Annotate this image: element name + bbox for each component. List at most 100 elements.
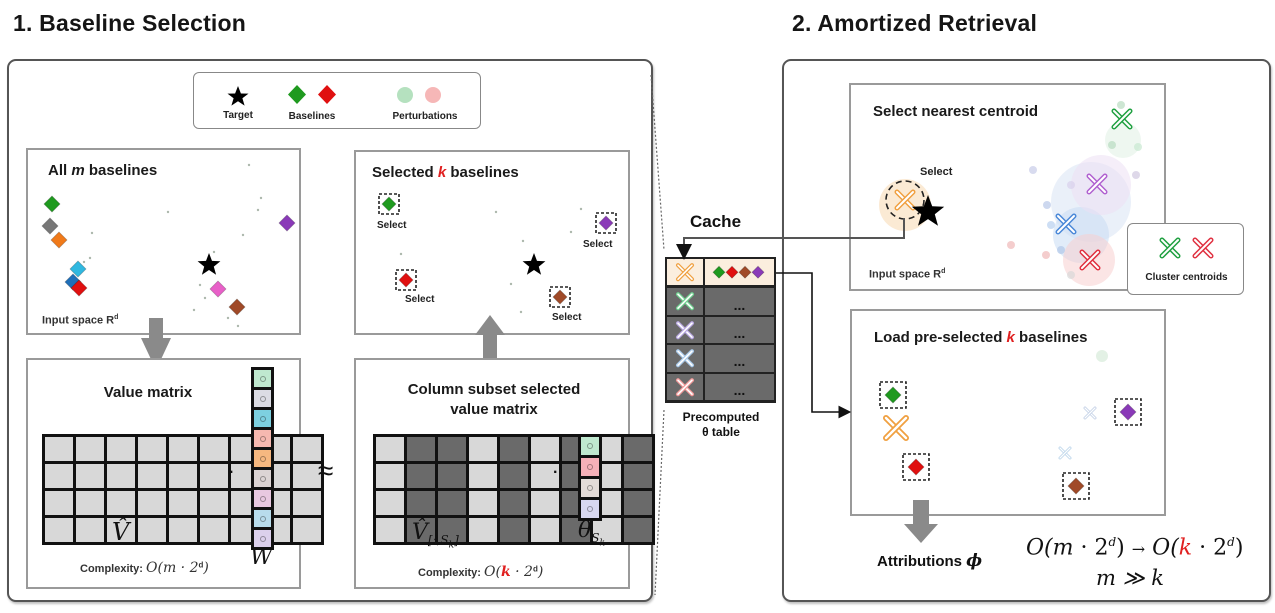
faint-centroid-x-icon bbox=[1058, 446, 1072, 460]
load-baselines-title: Load pre-selected k baselines bbox=[874, 329, 1088, 346]
ellipsis-text: ... bbox=[733, 381, 746, 398]
matrix-cell bbox=[376, 437, 404, 461]
complexity-label-1: Complexity: O(m · 2d) bbox=[80, 560, 209, 576]
perturbation-point bbox=[519, 310, 523, 314]
matrix-cell bbox=[169, 437, 197, 461]
perturbation-point bbox=[166, 210, 170, 214]
matrix-cell bbox=[200, 464, 228, 488]
matrix-cell bbox=[107, 437, 135, 461]
matrix-cell bbox=[293, 437, 321, 461]
vector-cell-marker bbox=[259, 415, 266, 422]
selected-baseline-diamond bbox=[398, 272, 414, 288]
select-dashed-box bbox=[902, 453, 930, 481]
matrix-cell bbox=[407, 518, 435, 542]
legend-icons bbox=[227, 85, 441, 106]
matrix-cell bbox=[407, 437, 435, 461]
cache-to-load-line bbox=[776, 272, 852, 419]
cluster-point bbox=[1057, 246, 1065, 254]
circle-icon-green bbox=[397, 87, 413, 103]
select-dashed-box bbox=[378, 193, 400, 215]
vector-cell bbox=[581, 458, 599, 476]
cache-value-cell: ... bbox=[705, 316, 774, 344]
cache-centroid-cell bbox=[667, 288, 703, 315]
centroid-x-icon-green bbox=[1111, 108, 1133, 130]
matrix-cell bbox=[76, 518, 104, 542]
centroid-x-icon bbox=[676, 377, 694, 396]
faint-centroid-x-icon bbox=[1083, 406, 1097, 420]
ellipsis-text: ... bbox=[733, 353, 746, 370]
matrix-cell bbox=[45, 464, 73, 488]
selected-baselines-title: Selected k baselines bbox=[372, 164, 519, 181]
matrix-cell bbox=[107, 518, 135, 542]
centroid-x-icon bbox=[676, 320, 694, 339]
input-space-label: Input space Rd bbox=[42, 314, 119, 327]
vector-cell-marker bbox=[259, 475, 266, 482]
centroid-to-cache-line bbox=[676, 218, 905, 260]
matrix-cell bbox=[469, 491, 497, 515]
perturbation-point bbox=[256, 208, 260, 212]
vector-cell bbox=[581, 479, 599, 497]
diamond-icon-red bbox=[318, 85, 336, 104]
cluster-point bbox=[1134, 143, 1142, 151]
selected-baselines-panel: Selected k baselines Select Select Selec… bbox=[354, 150, 630, 335]
legend-baselines-label: Baselines bbox=[288, 111, 336, 122]
v-hat-subset-symbol: V̂[:,Sk] bbox=[412, 520, 459, 551]
subset-matrix-title: Column subset selected value matrix bbox=[407, 381, 581, 418]
vector-cell bbox=[254, 390, 271, 407]
matrix-cell bbox=[169, 518, 197, 542]
select-label-brown: Select bbox=[552, 312, 582, 323]
matrix-cell bbox=[500, 464, 528, 488]
matrix-cell bbox=[500, 518, 528, 542]
matrix-cell bbox=[438, 518, 466, 542]
matrix-cell bbox=[376, 464, 404, 488]
perturbation-point bbox=[226, 316, 230, 320]
cluster-point bbox=[1067, 181, 1075, 189]
matrix-cell bbox=[438, 464, 466, 488]
cache-value-cell bbox=[705, 259, 774, 286]
vector-cell-marker bbox=[587, 506, 593, 512]
matrix-cell bbox=[138, 491, 166, 515]
matrix-cell bbox=[562, 518, 590, 542]
matrix-cell bbox=[469, 464, 497, 488]
cluster-point bbox=[1067, 271, 1075, 279]
centroid-x-icon bbox=[676, 377, 694, 396]
nearest-centroid-panel: Select nearest centroid Select Input spa… bbox=[849, 83, 1166, 291]
matrix-cell bbox=[438, 491, 466, 515]
select-dashed-box bbox=[595, 212, 617, 234]
legend-perturbations-label: Perturbations bbox=[392, 111, 458, 122]
v-hat-symbol: V̂ bbox=[112, 518, 130, 546]
matrix-cell bbox=[138, 464, 166, 488]
vector-cell bbox=[254, 450, 271, 467]
matrix-cell bbox=[438, 437, 466, 461]
select-dashed-box bbox=[879, 381, 907, 409]
cache-title: Cache bbox=[690, 212, 742, 231]
baseline-diamond bbox=[43, 195, 61, 213]
vector-cell-marker bbox=[587, 443, 593, 449]
centroid-x-icon bbox=[676, 349, 694, 368]
matrix-cell bbox=[376, 518, 404, 542]
cluster-point bbox=[1047, 221, 1055, 229]
cluster-centroid-legend: Cluster centroids bbox=[1127, 223, 1244, 295]
matrix-cell bbox=[200, 518, 228, 542]
matrix-cell bbox=[200, 491, 228, 515]
perturbation-point bbox=[247, 163, 251, 167]
baseline-diamond bbox=[228, 298, 246, 316]
vector-cell bbox=[581, 500, 599, 518]
matrix-cell bbox=[624, 491, 652, 515]
vector-cell bbox=[254, 370, 271, 387]
matrix-cell bbox=[593, 518, 621, 542]
cached-baseline-diamond bbox=[712, 265, 726, 279]
centroid-x-icon bbox=[676, 263, 694, 282]
select-dashed-box bbox=[1062, 472, 1090, 500]
select-label-red: Select bbox=[405, 294, 435, 305]
vector-cell-marker bbox=[587, 485, 593, 491]
value-matrix-title: Value matrix bbox=[103, 384, 193, 401]
section-1-title: 1. Baseline Selection bbox=[13, 10, 247, 36]
vector-cell-marker bbox=[259, 515, 266, 522]
vector-cell bbox=[254, 530, 271, 547]
matrix-cell bbox=[624, 437, 652, 461]
